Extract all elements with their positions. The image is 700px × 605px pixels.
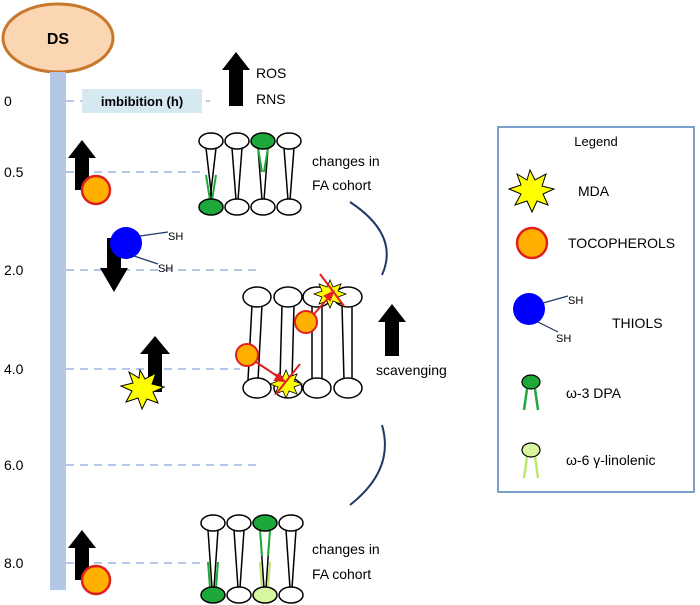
membrane-top (198, 132, 302, 216)
legend-thiol-sh-2: SH (556, 333, 571, 345)
rns-label: RNS (256, 91, 286, 107)
legend-omega3-label: ω-3 DPA (566, 385, 622, 401)
timeline-guides (66, 100, 262, 564)
legend-omega6-label: ω-6 γ-linolenic (566, 452, 656, 468)
thiol-sh-2: SH (158, 263, 173, 275)
mda-up-arrow-icon (140, 336, 170, 392)
legend-title: Legend (574, 134, 617, 149)
ros-rns-arrow-icon (222, 52, 250, 106)
tick-0-5: 0.5 (4, 164, 24, 180)
arc-top (349, 201, 388, 276)
ros-label: ROS (256, 65, 286, 81)
fa-changes-bottom-1: changes in (312, 541, 380, 557)
thiol-icon (110, 227, 142, 259)
thiol-sh-1: SH (168, 231, 183, 243)
fa-changes-top-1: changes in (312, 153, 380, 169)
legend-thiol-icon (513, 293, 545, 325)
tick-2-0: 2.0 (4, 262, 24, 278)
legend-mda-icon (507, 168, 556, 214)
tick-8-0: 8.0 (4, 555, 24, 571)
imbibition-box (82, 89, 202, 113)
mda-star-icon (119, 368, 166, 411)
tick-4-0: 4.0 (4, 361, 24, 377)
membrane-middle (235, 273, 363, 400)
tick-6-0: 6.0 (4, 457, 24, 473)
membrane-bottom (200, 514, 304, 604)
legend-omega6-icon (521, 442, 541, 458)
timeline-bar (50, 72, 66, 590)
scavenging-up-arrow-icon (378, 304, 406, 356)
fa-changes-bottom-2: FA cohort (312, 566, 371, 582)
legend-mda-label: MDA (578, 183, 610, 199)
legend-tocopherol-icon (515, 226, 549, 260)
ds-label: DS (47, 31, 70, 48)
tocopherol-icon (80, 174, 112, 206)
legend-omega3-icon (521, 374, 541, 390)
fa-changes-top-2: FA cohort (312, 177, 371, 193)
tocopherol-icon-2 (80, 564, 112, 596)
legend: Legend MDA TOCOPHEROLS SH SH THIOLS ω-3 … (497, 126, 695, 493)
ds-badge: DS (1, 2, 115, 74)
scavenging-label: scavenging (376, 362, 447, 378)
legend-thiol-sh-1: SH (568, 295, 583, 307)
arc-bottom (349, 424, 386, 506)
legend-tocopherol-label: TOCOPHEROLS (568, 235, 675, 251)
tick-0: 0 (4, 93, 12, 109)
timeline-ticks: 0 0.5 2.0 4.0 6.0 8.0 (4, 93, 24, 571)
legend-thiol-label: THIOLS (612, 315, 663, 331)
tocopherol-inner-1-icon (294, 310, 318, 334)
tocopherol-inner-2-icon (235, 343, 259, 367)
imbibition-label: imbibition (h) (101, 94, 183, 109)
